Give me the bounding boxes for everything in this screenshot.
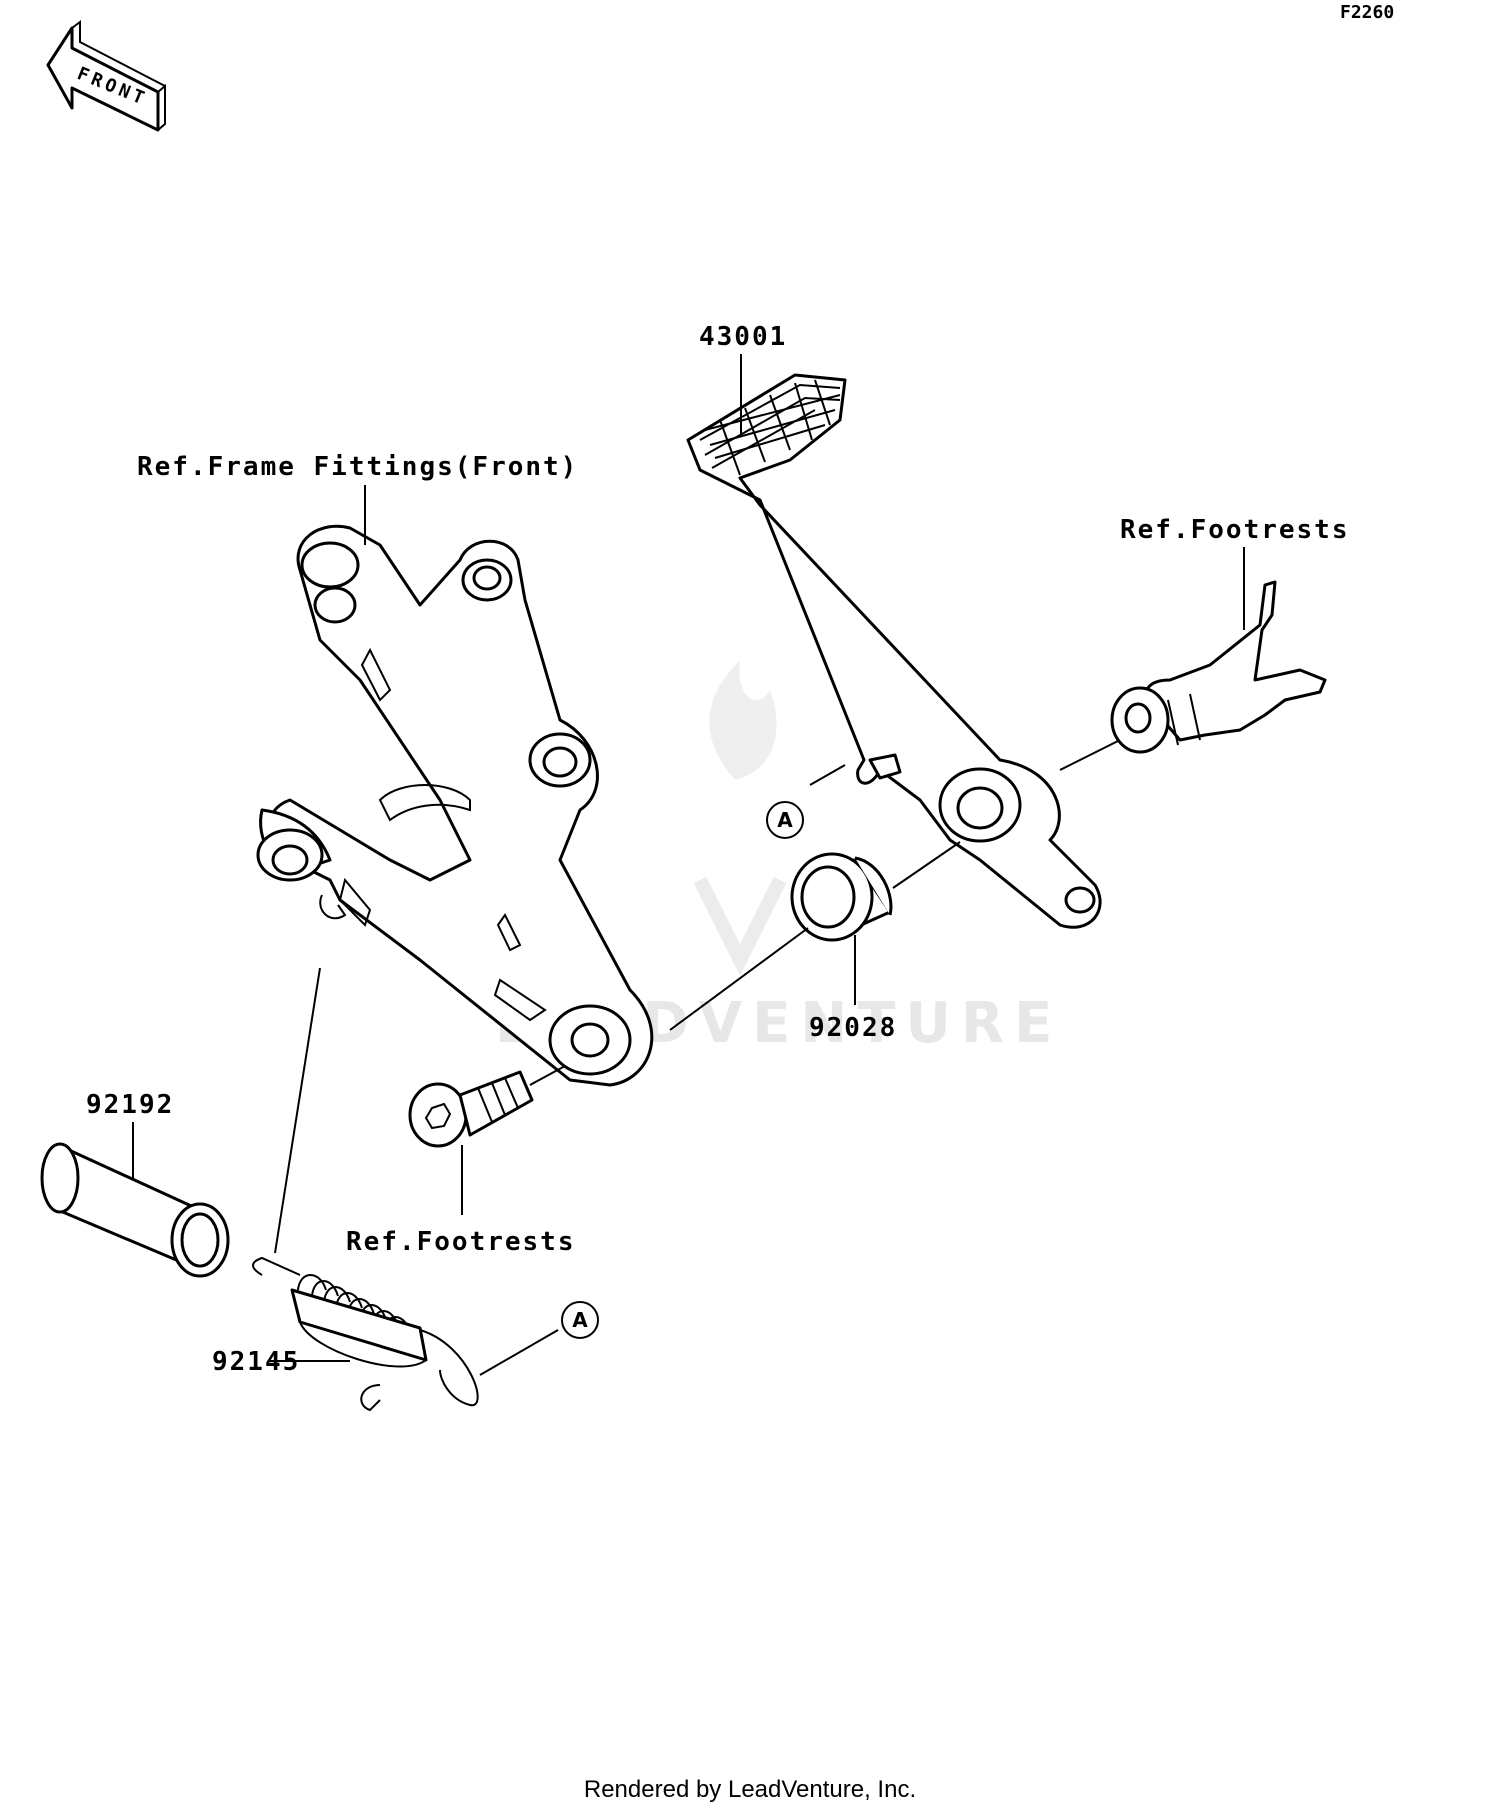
label-spring-92145: 92145 — [212, 1347, 300, 1377]
label-footrests-bottom: Ref.Footrests — [346, 1227, 576, 1257]
svg-text:A: A — [572, 1308, 588, 1332]
label-footrests-right: Ref.Footrests — [1120, 515, 1350, 545]
svg-text:A: A — [777, 808, 793, 832]
footrest-bracket — [1110, 580, 1327, 754]
label-pedal-43001: 43001 — [699, 322, 787, 352]
brake-pedal — [686, 373, 1102, 929]
label-pipe-92192: 92192 — [86, 1090, 174, 1120]
callout-a-spring: A — [561, 1301, 599, 1339]
footer-credit: Rendered by LeadVenture, Inc. — [584, 1776, 916, 1803]
label-collar-92028: 92028 — [809, 1013, 897, 1043]
collar — [790, 852, 893, 942]
label-frame-fittings: Ref.Frame Fittings(Front) — [137, 452, 578, 482]
spring — [252, 1256, 479, 1412]
front-arrow-icon: FRONT — [46, 20, 166, 132]
frame-fitting-bracket — [256, 524, 654, 1087]
callout-a-pedal: A — [766, 801, 804, 839]
footrest-bolt — [408, 1070, 534, 1148]
diagram-id: F2260 — [1340, 2, 1394, 23]
pipe — [40, 1142, 230, 1278]
